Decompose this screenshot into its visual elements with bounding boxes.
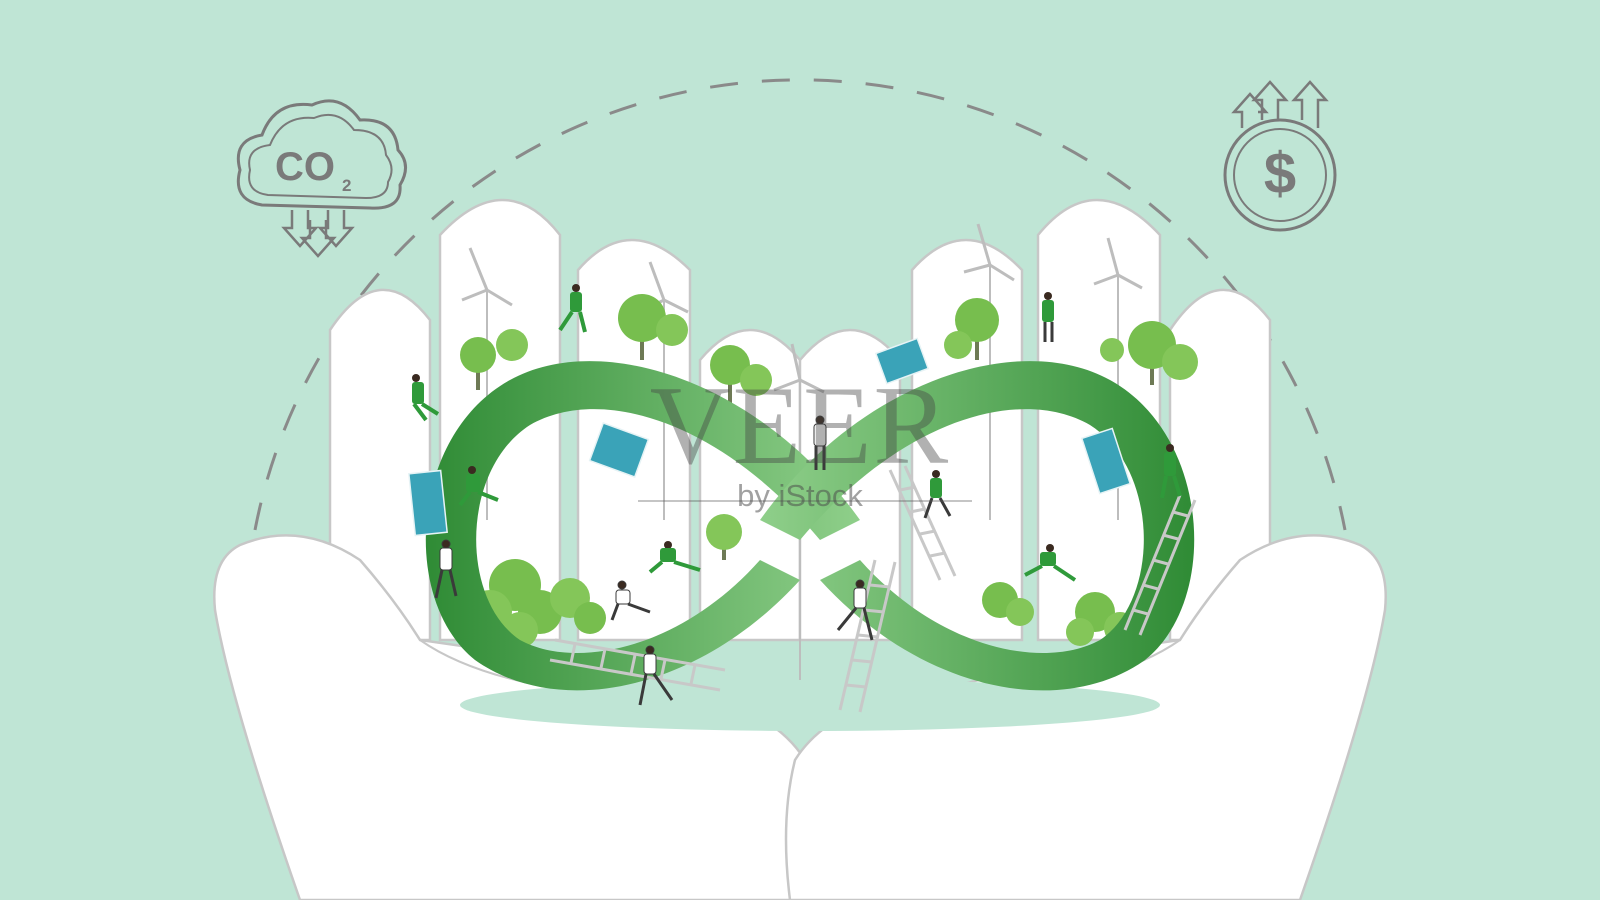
ground-shadow xyxy=(460,679,1160,731)
ladder-icon xyxy=(838,559,897,713)
infinity-loop xyxy=(425,361,1195,691)
finger-left-pinky xyxy=(328,288,432,642)
solar-panel-icon xyxy=(874,337,930,385)
person-icon xyxy=(610,580,651,621)
ladder-icon xyxy=(888,465,957,581)
person-icon xyxy=(638,645,674,706)
co2-cloud-down-icon xyxy=(236,99,407,258)
ladder-icon xyxy=(1123,494,1197,636)
infinity-left-band xyxy=(425,361,860,691)
tree-icon xyxy=(944,298,999,360)
solar-panel-icon xyxy=(588,422,650,478)
co2-subscript: 2 xyxy=(342,176,352,195)
dollar-coin-up-icon xyxy=(1223,80,1337,232)
tree-icon xyxy=(706,514,742,560)
dollar-sign: $ xyxy=(1263,141,1297,206)
tree-icon xyxy=(982,582,1034,626)
people xyxy=(412,284,1182,706)
person-icon xyxy=(836,579,874,641)
person-icon xyxy=(813,415,827,470)
solar-panels xyxy=(408,337,1132,537)
person-icon xyxy=(458,466,499,507)
co2-label: CO xyxy=(275,145,335,189)
person-icon xyxy=(412,374,440,422)
infinity-right-band xyxy=(760,361,1195,691)
watermark-rule xyxy=(638,500,972,502)
finger-right-middle xyxy=(910,238,1024,642)
ladder-icon xyxy=(549,638,726,692)
tree-icon xyxy=(1100,321,1198,385)
tree-icon xyxy=(460,329,528,390)
person-icon xyxy=(1024,544,1077,582)
tree-icon xyxy=(618,294,688,360)
person-icon xyxy=(434,539,458,599)
person-icon xyxy=(1160,444,1182,499)
person-icon xyxy=(648,541,701,574)
solar-panel-icon xyxy=(408,469,448,537)
tree-icon xyxy=(710,345,772,410)
finger-right-pinky xyxy=(1168,288,1272,642)
person-icon xyxy=(558,284,587,333)
ladders xyxy=(549,465,1197,713)
person-icon xyxy=(1042,292,1054,342)
person-icon xyxy=(923,470,952,519)
solar-panel-icon xyxy=(1080,427,1132,495)
